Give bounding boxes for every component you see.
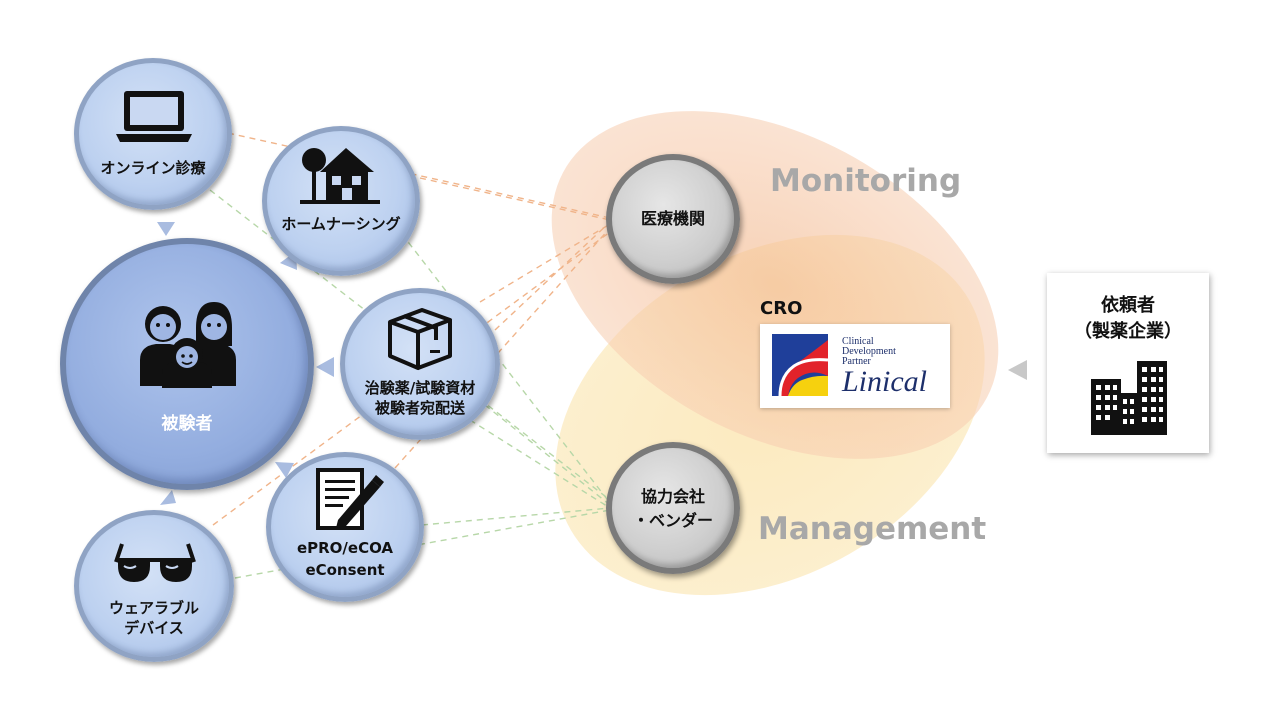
laptop-icon <box>116 91 192 142</box>
arrow-client-to-cro <box>1008 360 1027 380</box>
logo-line2: Development <box>842 346 896 357</box>
connector-delivery-partner <box>484 404 611 506</box>
package-icon <box>388 308 452 370</box>
client-label-1: 依頼者 <box>1101 295 1155 316</box>
medical-institution-node <box>606 154 740 284</box>
client-box: 依頼者 （製薬企業） <box>1047 273 1209 453</box>
client-label-2: （製薬企業） <box>1074 321 1182 342</box>
arrow-delivery-to-subject <box>316 357 334 377</box>
partner-node <box>606 442 740 574</box>
connector-delivery-medical <box>494 221 611 331</box>
connector-delivery-partner-2 <box>469 419 611 509</box>
family-icon <box>140 302 236 388</box>
epro-label-1: ePRO/eCOA <box>296 539 394 557</box>
medical-institution-label: 医療機関 <box>640 209 705 228</box>
arrow-wearable-to-subject <box>160 490 176 505</box>
connector-epro-partner <box>421 507 611 526</box>
partner-label-1: 協力会社 <box>640 487 705 506</box>
online-medical-label: オンライン診療 <box>100 159 206 177</box>
arrow-epro-to-subject <box>275 462 294 478</box>
wearable-node <box>74 510 234 662</box>
house-icon <box>300 148 380 204</box>
management-label: Management <box>758 511 987 547</box>
buildings-icon <box>1091 361 1167 435</box>
wearable-label-1: ウェアラブル <box>108 599 199 617</box>
epro-label-2: eConsent <box>305 561 385 579</box>
arrow-online-to-subject <box>157 222 175 236</box>
subject-label: 被験者 <box>161 414 213 434</box>
connector-epro-medical <box>394 227 611 469</box>
cro-label: CRO <box>760 298 803 319</box>
monitoring-label: Monitoring <box>770 163 962 199</box>
logo-line1: Clinical <box>842 336 874 347</box>
partner-label-2: ・ベンダー <box>632 511 713 530</box>
delivery-label-2: 被験者宛配送 <box>374 399 465 417</box>
glasses-icon <box>114 543 196 582</box>
delivery-label-1: 治験薬/試験資材 <box>364 379 476 397</box>
logo-name: Linical <box>842 365 928 398</box>
logo-line3: Partner <box>842 356 871 367</box>
wearable-label-2: デバイス <box>124 619 184 637</box>
connector-wearable-partner <box>234 509 611 579</box>
linical-logo-mark <box>772 334 829 397</box>
connector-home-partner <box>394 224 611 504</box>
connector-delivery-medical-2 <box>479 223 611 303</box>
home-nursing-label: ホームナーシング <box>281 215 401 233</box>
document-pen-icon <box>316 468 384 530</box>
linical-logo: Clinical Development Partner Linical <box>760 324 950 408</box>
